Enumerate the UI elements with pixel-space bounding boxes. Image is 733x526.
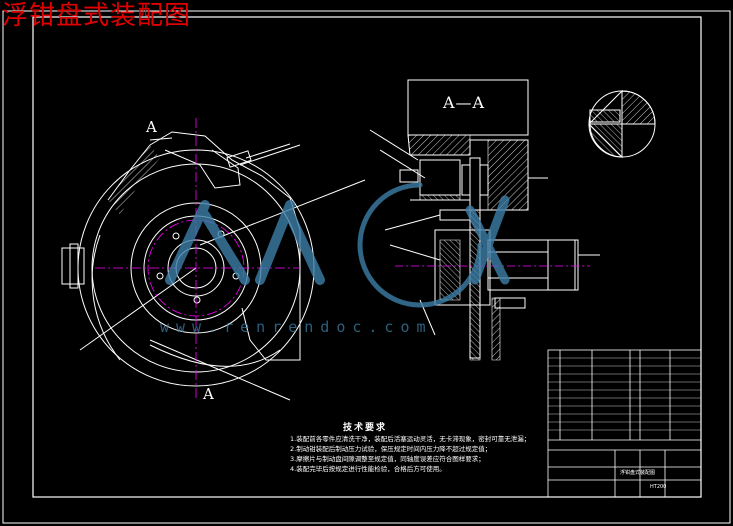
caliper-bracket xyxy=(164,149,241,189)
section-view xyxy=(369,79,600,359)
detail-view xyxy=(588,89,656,159)
section-mark-bottom: A xyxy=(203,385,214,403)
inner-frame xyxy=(32,16,702,498)
leader-s3 xyxy=(384,214,441,231)
drawing-title: 浮钳盘式装配图 xyxy=(2,1,192,31)
leader-1 xyxy=(79,267,197,351)
tech-note: 4.装配完毕后按规定进行性能检验，合格后方可使用。 xyxy=(290,465,446,473)
bottom-arc xyxy=(149,344,281,367)
outer-arc xyxy=(91,234,121,361)
title-block-material: HT200 xyxy=(650,484,667,490)
front-view-hatch xyxy=(108,145,160,215)
title-block xyxy=(547,349,702,498)
watermark-text: www.renrendoc.com xyxy=(160,318,433,336)
tech-note: 3.摩擦片与制动盘间隙调整至规定值，同轴度误差应符合图样要求； xyxy=(290,455,485,463)
hub-body xyxy=(434,229,491,306)
bleeder-nipple xyxy=(226,150,252,168)
title-block-drawing-name: 浮钳盘式装配图 xyxy=(620,470,656,476)
leader-s4 xyxy=(389,244,441,261)
section-mark-top: A xyxy=(146,118,157,136)
shaft-end xyxy=(547,239,579,291)
technical-requirements-notes: 1.装配前各零件应清洗干净，装配后活塞运动灵活，无卡滞现象，密封可靠无泄漏； 2… xyxy=(290,434,548,474)
bolt-hole-3 xyxy=(156,272,164,280)
leader-s2 xyxy=(379,149,426,179)
bolt-hole-1 xyxy=(172,232,180,240)
section-line-top xyxy=(149,137,173,141)
leader-3 xyxy=(149,339,291,401)
tech-note: 1.装配前各零件应清洗干净，装配后活塞运动灵活，无卡滞现象，密封可靠无泄漏； xyxy=(290,435,531,443)
bolt-mid xyxy=(439,209,471,221)
watermark-logo xyxy=(165,182,510,308)
piston xyxy=(419,159,461,196)
hose-fitting-inner xyxy=(69,243,79,289)
title-block-rows xyxy=(548,357,701,431)
bleeder-line xyxy=(245,143,291,159)
front-view xyxy=(61,131,366,401)
tech-note: 2.制动钳装配后制动压力试验，保压规定时间内压力降不超过规定值； xyxy=(290,445,492,453)
bolt-top xyxy=(399,169,419,183)
hose-fitting xyxy=(61,247,85,285)
section-view-label: A—A xyxy=(443,93,486,112)
pad-outer xyxy=(479,164,489,196)
leader-4 xyxy=(239,144,301,166)
bolt-hole-5 xyxy=(193,296,201,304)
technical-requirements-heading: 技术要求 xyxy=(343,423,388,433)
pad-inner xyxy=(461,164,471,196)
outer-frame xyxy=(2,10,731,524)
